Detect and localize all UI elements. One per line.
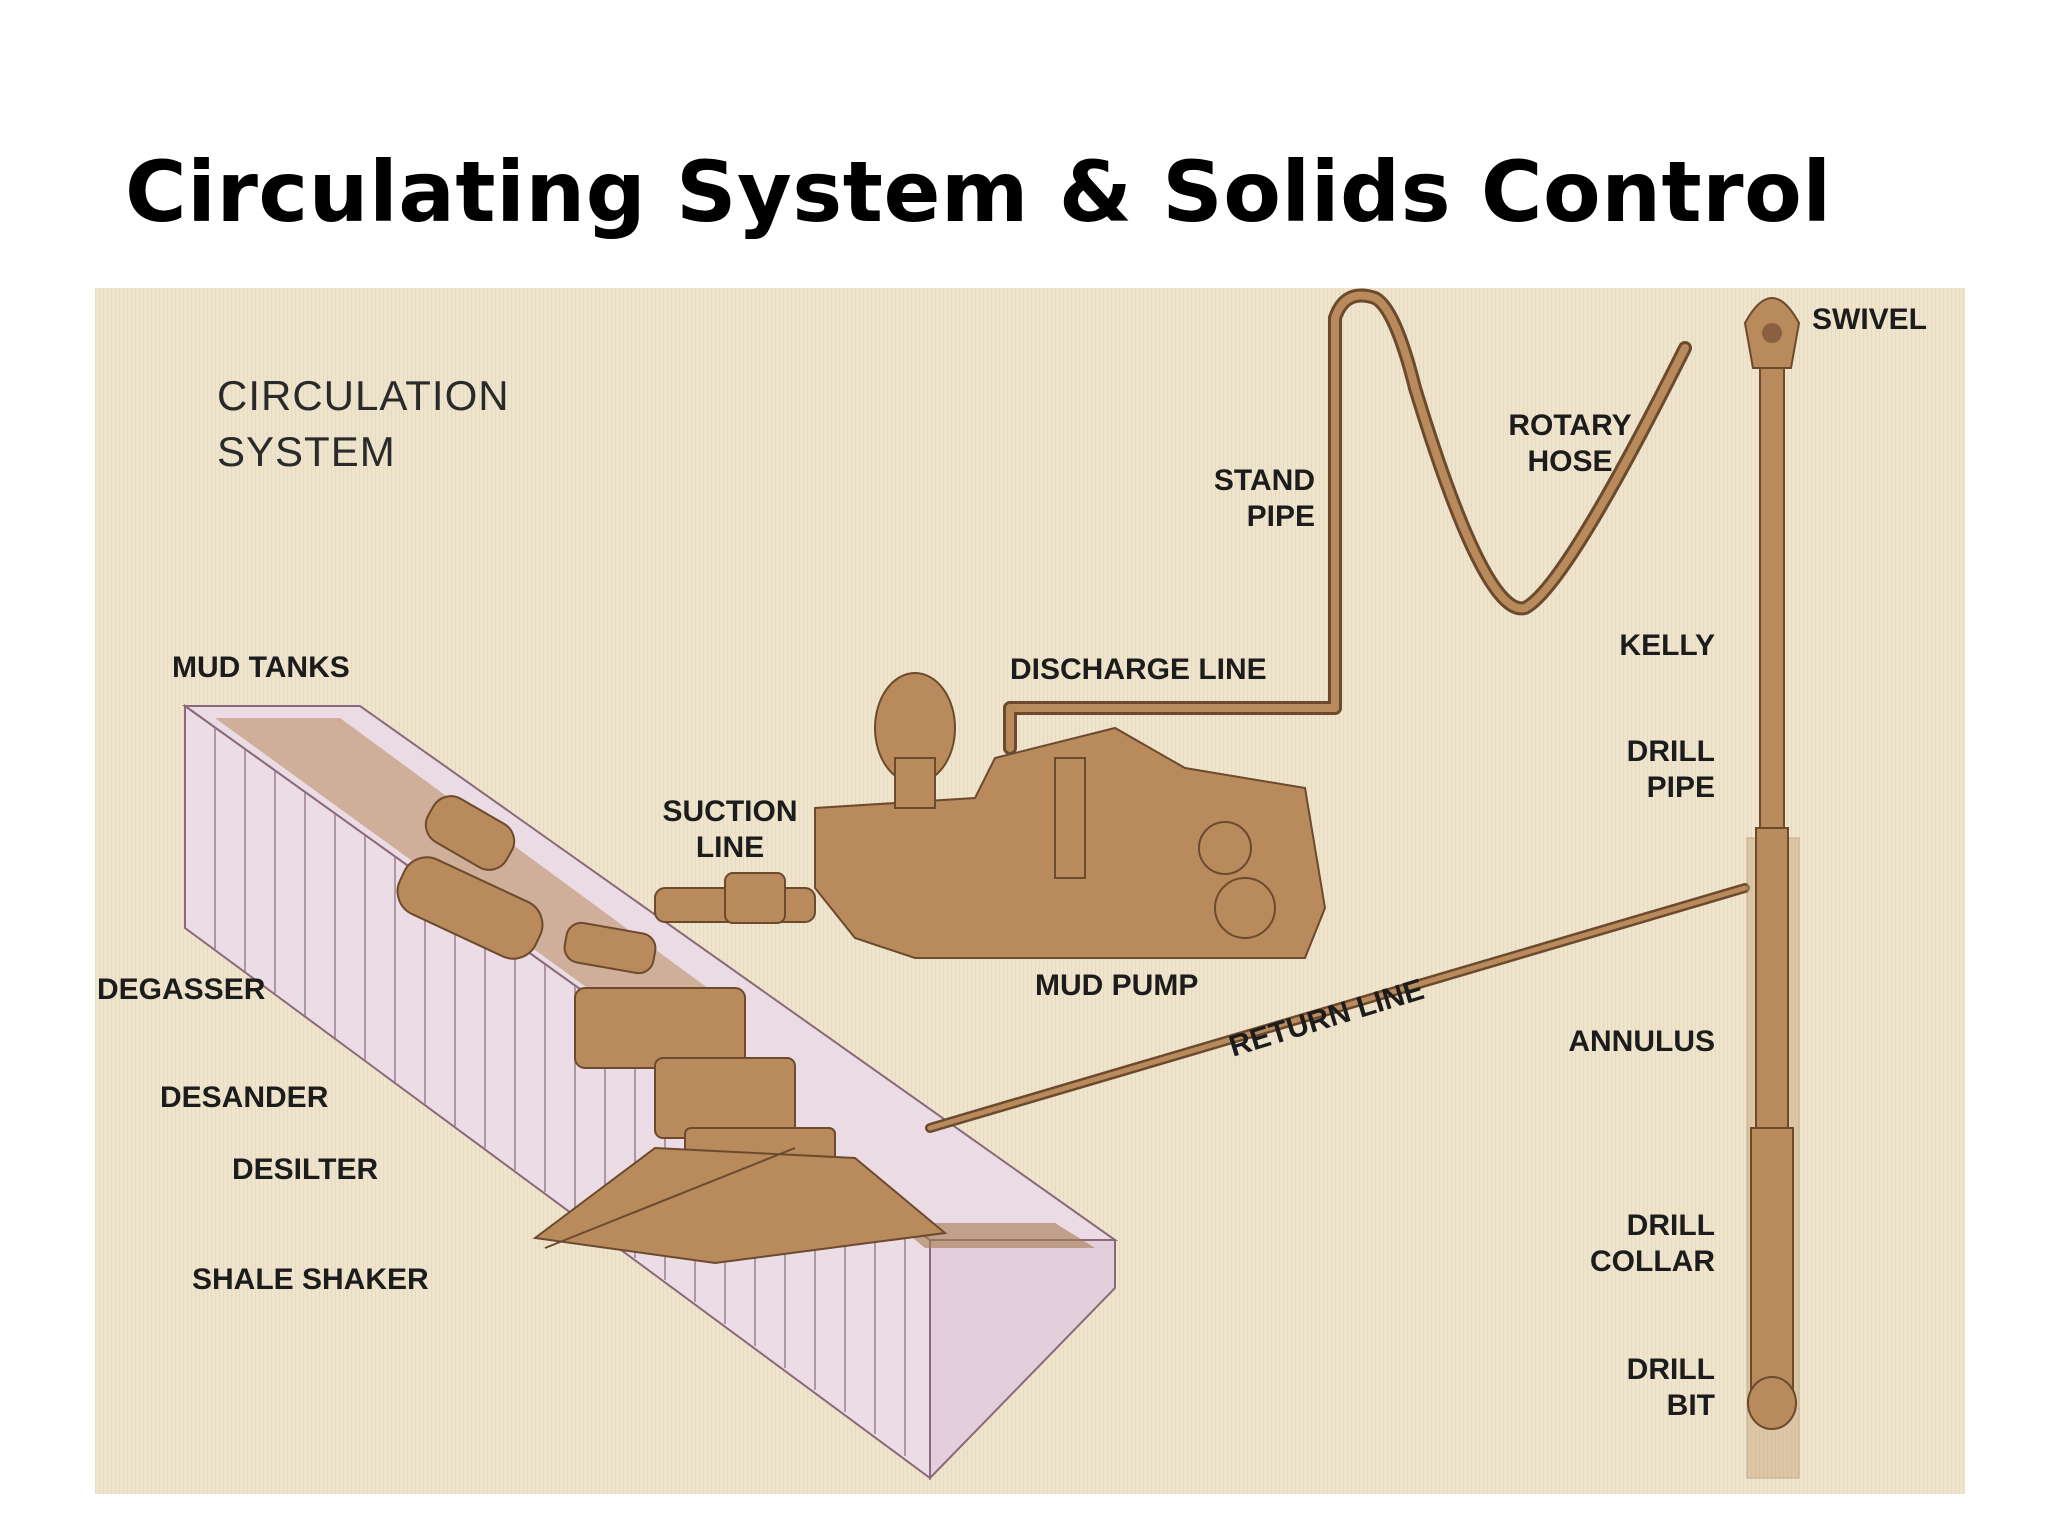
label-desilter: DESILTER (232, 1153, 379, 1186)
label-drill-pipe-line1: DRILL (1626, 735, 1715, 768)
label-drill-bit: DRILL BIT (1555, 1352, 1715, 1424)
label-shale-shaker: SHALE SHAKER (192, 1263, 429, 1296)
label-drill-collar-line1: DRILL (1626, 1209, 1715, 1242)
label-suction-line: SUCTION LINE (640, 794, 820, 866)
label-suction-line-line2: LINE (695, 831, 765, 864)
label-mud-pump: MUD PUMP (1035, 969, 1199, 1002)
mud-pump-illustration (814, 672, 1327, 959)
figure-heading-line1: CIRCULATION (217, 372, 510, 419)
figure-heading: CIRCULATION SYSTEM (217, 368, 510, 480)
label-drill-collar: DRILL COLLAR (1535, 1208, 1715, 1280)
slide-title: Circulating System & Solids Control (125, 143, 1832, 241)
drill-string-illustration (1743, 297, 1801, 1479)
label-swivel: SWIVEL (1812, 303, 1928, 336)
label-rotary-hose-line1: ROTARY (1508, 409, 1632, 442)
label-stand-pipe-line2: PIPE (1246, 500, 1315, 533)
label-kelly: KELLY (1619, 629, 1715, 662)
label-degasser: DEGASSER (97, 973, 266, 1006)
label-stand-pipe: STAND PIPE (1165, 463, 1315, 535)
circulation-diagram: CIRCULATION SYSTEM SWIVEL ROTARY HOSE ST… (95, 288, 1965, 1494)
suction-line-illustration (654, 872, 816, 924)
label-drill-bit-line1: DRILL (1626, 1353, 1715, 1386)
label-drill-pipe-line2: PIPE (1646, 771, 1715, 804)
label-desander: DESANDER (160, 1081, 329, 1114)
label-rotary-hose-line2: HOSE (1527, 445, 1613, 478)
label-discharge-line: DISCHARGE LINE (1010, 653, 1267, 686)
solids-control-equipment (396, 795, 948, 1265)
label-mud-tanks: MUD TANKS (172, 651, 350, 684)
label-suction-line-line1: SUCTION (662, 795, 798, 828)
label-stand-pipe-line1: STAND (1213, 464, 1315, 497)
label-annulus: ANNULUS (1568, 1025, 1715, 1058)
label-drill-bit-line2: BIT (1666, 1389, 1715, 1422)
label-rotary-hose: ROTARY HOSE (1475, 408, 1665, 480)
label-drill-collar-line2: COLLAR (1590, 1245, 1715, 1278)
diagram-artwork (181, 288, 1801, 1481)
figure-heading-line2: SYSTEM (217, 428, 396, 475)
label-drill-pipe: DRILL PIPE (1555, 734, 1715, 806)
